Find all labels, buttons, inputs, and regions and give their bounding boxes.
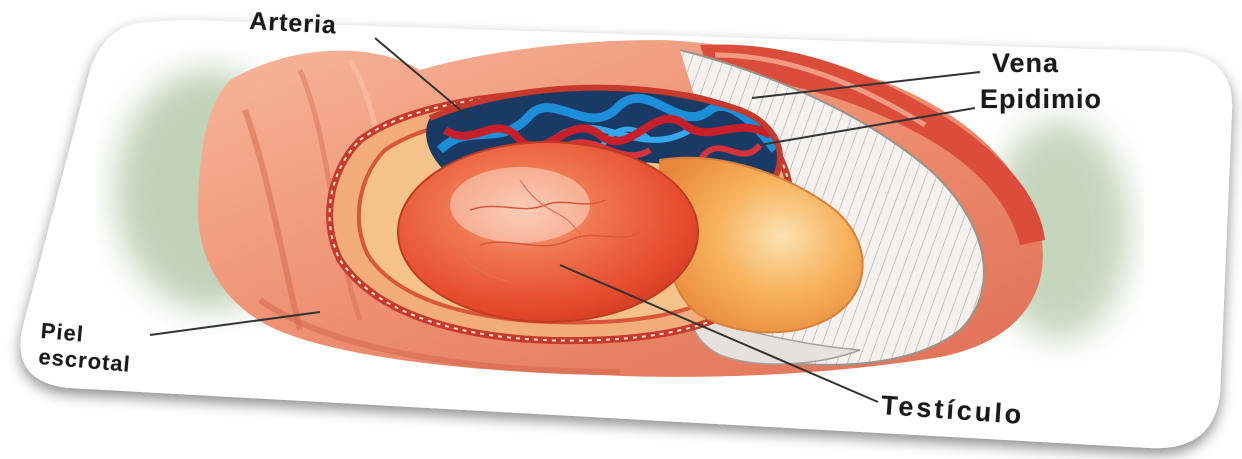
label-vena: Vena xyxy=(992,50,1059,77)
label-epidimio: Epidimio xyxy=(980,86,1102,113)
label-arteria: Arteria xyxy=(249,9,338,39)
testicle-highlight xyxy=(450,167,590,243)
label-piel-escrotal: Piel escrotal xyxy=(37,318,134,378)
